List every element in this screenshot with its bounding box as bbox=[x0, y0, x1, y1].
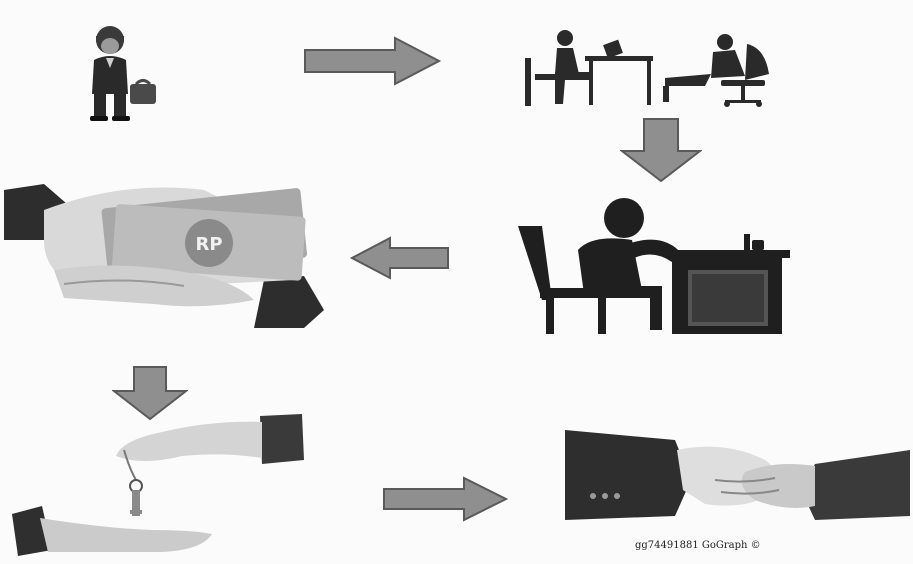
money-exchange-rp-icon: RP bbox=[4, 180, 334, 330]
businessman-with-briefcase-icon bbox=[70, 22, 165, 122]
arrow-right-icon bbox=[303, 36, 441, 86]
arrow-right-icon bbox=[382, 476, 508, 522]
arrow-down-icon bbox=[112, 365, 188, 421]
hand-over-keys-icon bbox=[12, 410, 312, 560]
money-label: RP bbox=[195, 234, 222, 255]
interview-desk-meeting-icon bbox=[525, 28, 787, 108]
officer-at-desk-icon bbox=[512, 190, 798, 336]
arrow-down-icon bbox=[620, 117, 702, 183]
arrow-left-icon bbox=[350, 236, 450, 280]
watermark-credit: gg74491881 GoGraph © bbox=[635, 540, 761, 551]
handshake-icon bbox=[565, 420, 910, 530]
